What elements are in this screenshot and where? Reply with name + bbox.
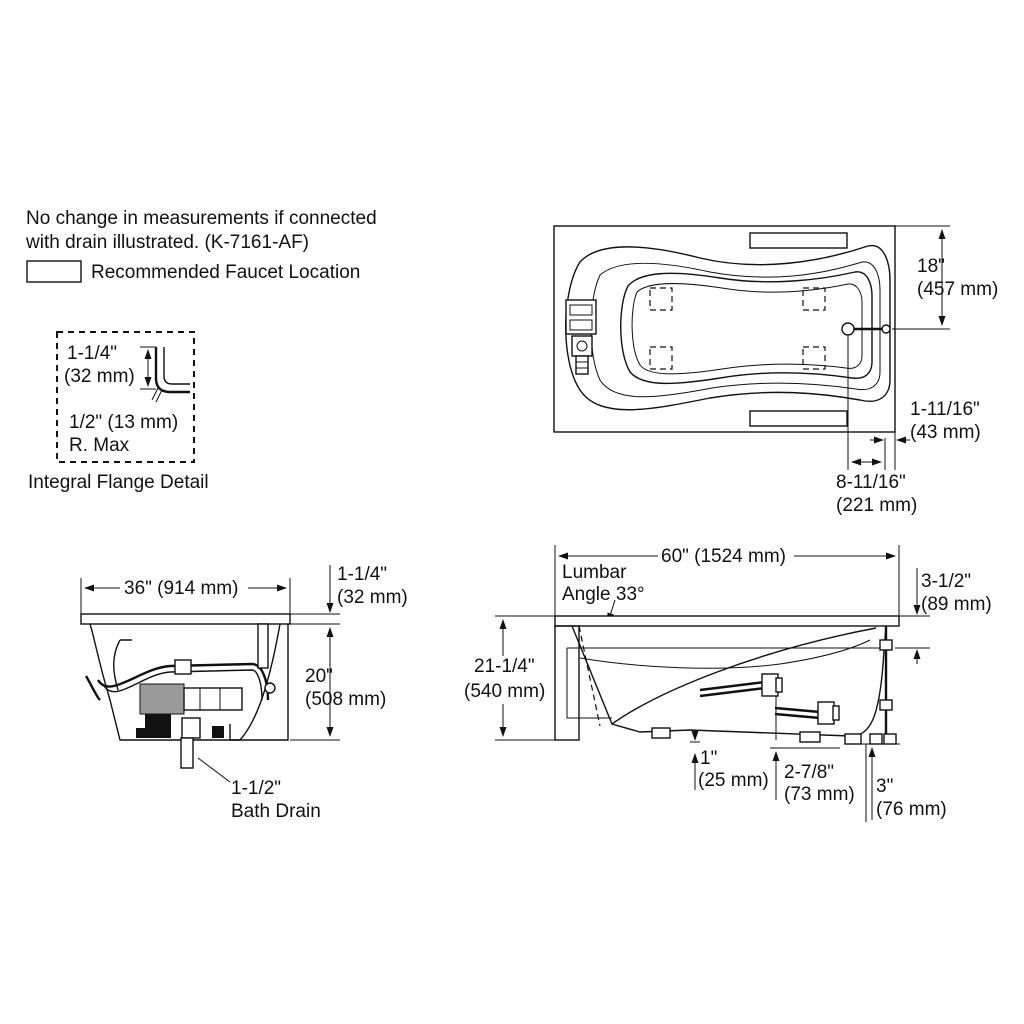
drain-icon xyxy=(841,322,855,336)
flange-dim-label: 1-1/4" xyxy=(67,343,117,364)
side-rim xyxy=(554,615,900,627)
flange-profile xyxy=(154,347,190,394)
flange-detail: 1-1/4" (32 mm) 1/2" (13 mm) R. Max Integ… xyxy=(28,331,209,493)
basin-outer xyxy=(565,244,891,411)
whirlpool-jets xyxy=(649,287,826,370)
side-rim-label: 3-1/2" xyxy=(921,571,971,592)
side-d3-mm: (76 mm) xyxy=(876,799,947,820)
end-plumbing xyxy=(84,623,276,769)
faucet-location-top xyxy=(749,232,848,249)
end-width-label: 36" (914 mm) xyxy=(124,578,238,599)
side-apron xyxy=(554,625,580,741)
top-view: 18" (457 mm) 1-11/16" (43 mm) 8-11/16" (… xyxy=(553,225,998,516)
end-flange-label: 1-1/4" xyxy=(337,564,387,585)
lumbar-label: Lumbar xyxy=(562,562,627,583)
lumbar-angle-label: Angle 33° xyxy=(562,584,645,605)
faucet-legend-box xyxy=(26,260,82,283)
side-d3-label: 3" xyxy=(876,776,893,797)
side-d1-mm: (25 mm) xyxy=(698,770,769,791)
note-line-1: No change in measurements if connected xyxy=(26,208,377,229)
side-plumbing xyxy=(651,626,897,745)
side-height-mm: (540 mm) xyxy=(464,681,545,702)
side-length-label: 60" (1524 mm) xyxy=(661,546,786,567)
side-d2-mm: (73 mm) xyxy=(784,784,855,805)
flange-detail-caption: Integral Flange Detail xyxy=(28,472,209,493)
end-drain-label: Bath Drain xyxy=(231,801,321,822)
side-height-label: 21-1/4" xyxy=(474,656,535,677)
dim-8-11-16-label: 8-11/16" xyxy=(836,472,906,493)
side-view: 60" (1524 mm) Lumbar Angle 33° xyxy=(464,544,992,822)
pump-icon xyxy=(565,299,597,335)
note-line-2: with drain illustrated. (K-7161-AF) xyxy=(25,232,309,253)
dim-8-11-16-mm: (221 mm) xyxy=(836,495,917,516)
flange-radius: 1/2" (13 mm) xyxy=(69,412,178,433)
side-d2-label: 2-7/8" xyxy=(784,762,834,783)
end-pump-motor xyxy=(139,683,185,715)
notes: No change in measurements if connected w… xyxy=(25,208,377,283)
faucet-legend-label: Recommended Faucet Location xyxy=(91,262,360,283)
dim-1-11-16-label: 1-11/16" xyxy=(910,399,980,420)
flange-dim-mm: (32 mm) xyxy=(64,366,135,387)
flange-radius-note: R. Max xyxy=(69,435,130,456)
side-d1-label: 1" xyxy=(700,748,717,769)
side-rim-mm: (89 mm) xyxy=(921,594,992,615)
dim-1-11-16-mm: (43 mm) xyxy=(910,422,981,443)
end-height-mm: (508 mm) xyxy=(305,689,386,710)
end-height-label: 20" xyxy=(305,666,333,687)
end-flange-mm: (32 mm) xyxy=(337,587,408,608)
end-drain-pipe xyxy=(180,737,194,769)
end-view: 36" (914 mm) 1-1/4" (32 mm) 20" (508 mm) xyxy=(80,564,408,822)
end-rim xyxy=(80,613,291,625)
flange-detail-frame xyxy=(56,331,195,463)
side-tub-body xyxy=(571,625,887,737)
dim-18-label: 18" xyxy=(917,256,945,277)
faucet-location-bottom xyxy=(749,410,848,427)
end-drain-size: 1-1/2" xyxy=(231,778,281,799)
dim-18-mm: (457 mm) xyxy=(917,279,998,300)
basin-inner xyxy=(620,271,873,385)
